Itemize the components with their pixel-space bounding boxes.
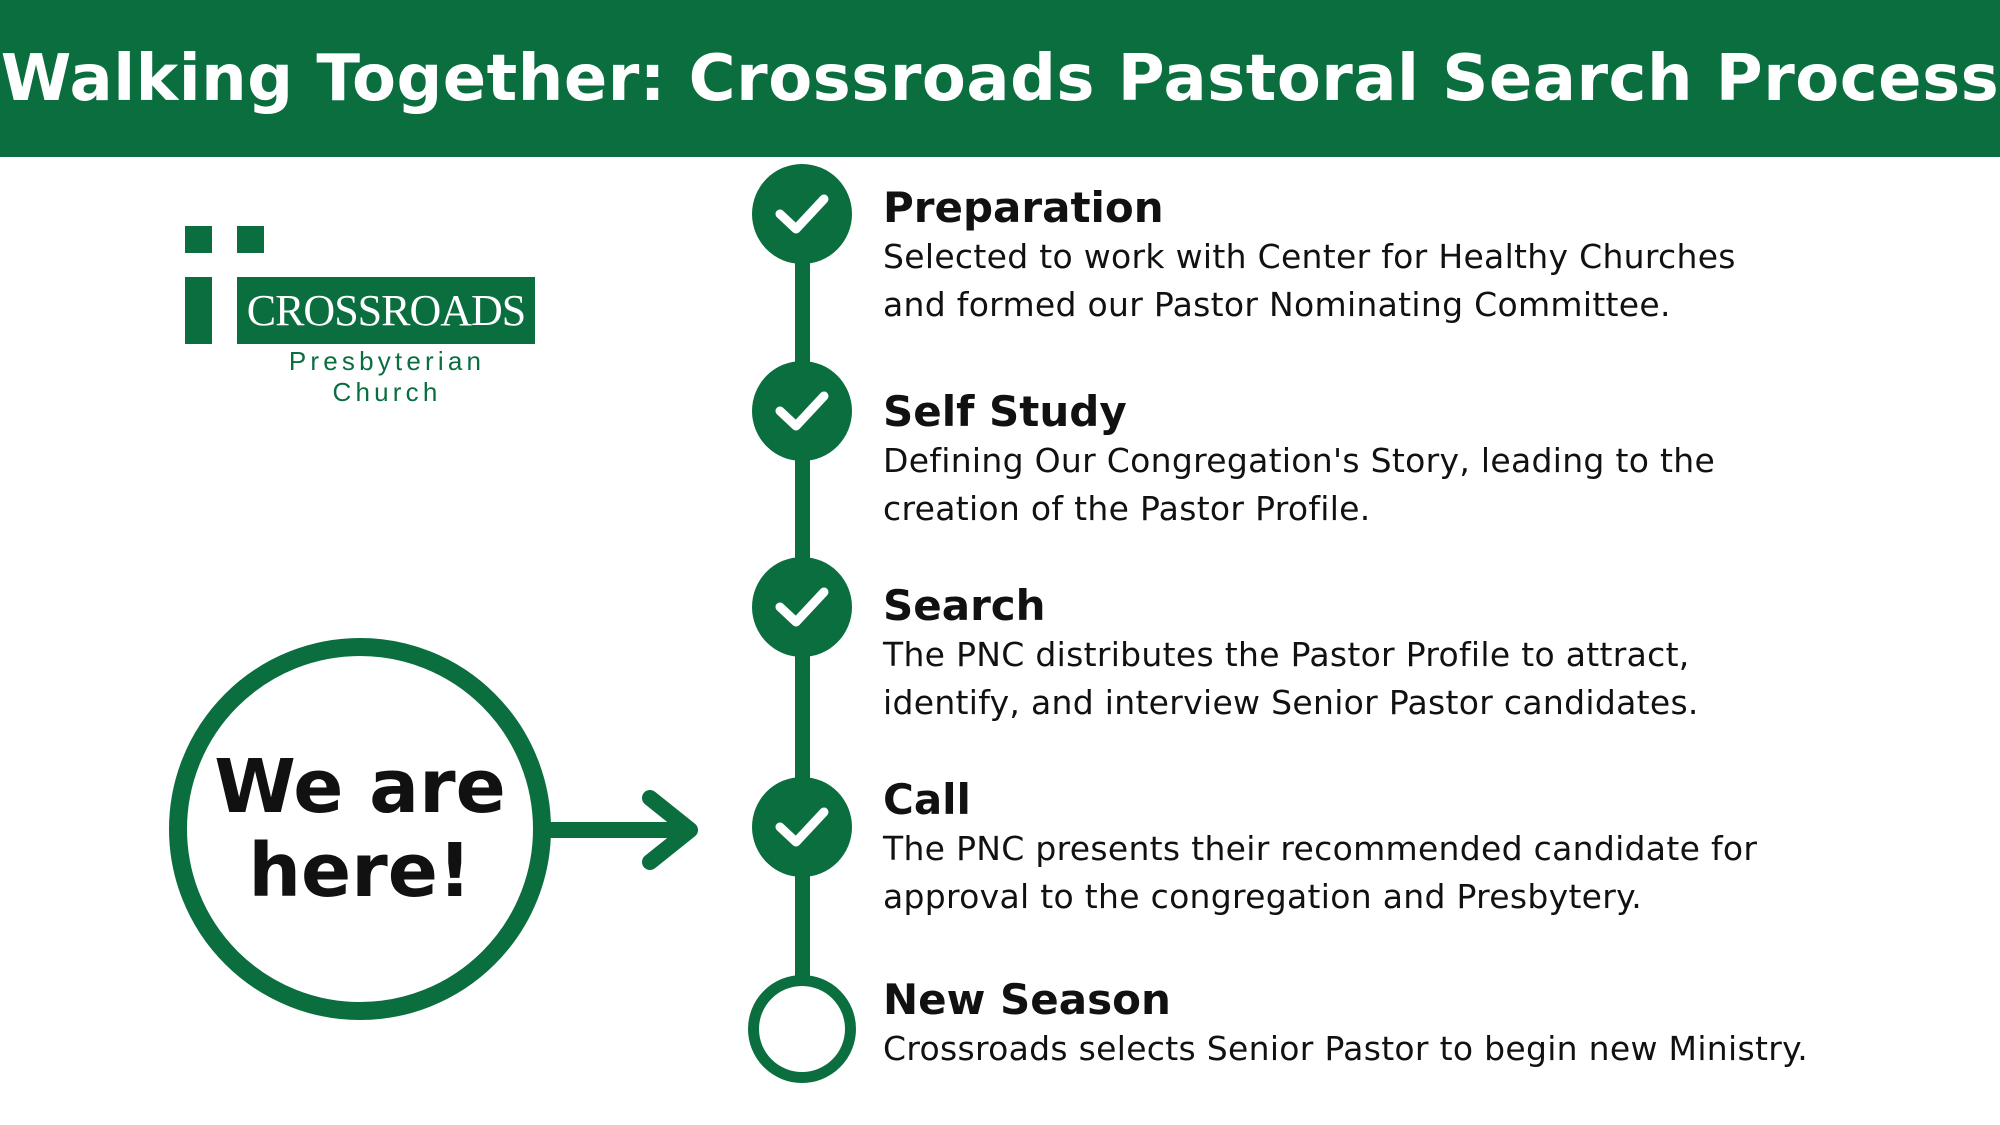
callout-line2: here! — [248, 828, 472, 914]
step-search: Search The PNC distributes the Pastor Pr… — [883, 581, 1699, 727]
callout-line1: We are — [214, 744, 506, 830]
logo-bar — [185, 277, 212, 344]
empty-circle-icon — [748, 975, 856, 1083]
step-title: Call — [883, 775, 971, 824]
check-circle-icon — [752, 557, 852, 657]
step-new-season: New Season Crossroads selects Senior Pas… — [883, 975, 1808, 1073]
we-are-here-callout: We are here! — [169, 638, 551, 1020]
step-description: The PNC presents their recommended candi… — [883, 829, 1758, 868]
step-description: The PNC distributes the Pastor Profile t… — [883, 635, 1690, 674]
step-description: creation of the Pastor Profile. — [883, 489, 1371, 528]
logo-square — [237, 226, 264, 253]
step-title: Search — [883, 581, 1046, 630]
check-circle-icon — [752, 164, 852, 264]
step-description: Crossroads selects Senior Pastor to begi… — [883, 1029, 1808, 1068]
logo-subtitle: Presbyterian Church — [288, 346, 486, 407]
step-title: Self Study — [883, 387, 1127, 436]
check-circle-icon — [752, 361, 852, 461]
header-banner: Walking Together: Crossroads Pastoral Se… — [0, 0, 2000, 157]
logo-square — [185, 226, 212, 253]
check-circle-icon — [752, 777, 852, 877]
step-title: New Season — [883, 975, 1171, 1024]
step-title: Preparation — [883, 183, 1164, 232]
step-self-study: Self Study Defining Our Congregation's S… — [883, 387, 1715, 533]
step-call: Call The PNC presents their recommended … — [883, 775, 1757, 921]
step-description: and formed our Pastor Nominating Committ… — [883, 285, 1671, 324]
logo-wordmark: Crossroads — [237, 277, 535, 344]
step-description: Selected to work with Center for Healthy… — [883, 237, 1736, 276]
step-preparation: Preparation Selected to work with Center… — [883, 183, 1736, 329]
step-description: Defining Our Congregation's Story, leadi… — [883, 441, 1716, 480]
step-description: approval to the congregation and Presbyt… — [883, 877, 1643, 916]
arrow-right-icon — [545, 790, 698, 870]
page-title: Walking Together: Crossroads Pastoral Se… — [0, 41, 2000, 116]
step-description: identify, and interview Senior Pastor ca… — [883, 683, 1699, 722]
